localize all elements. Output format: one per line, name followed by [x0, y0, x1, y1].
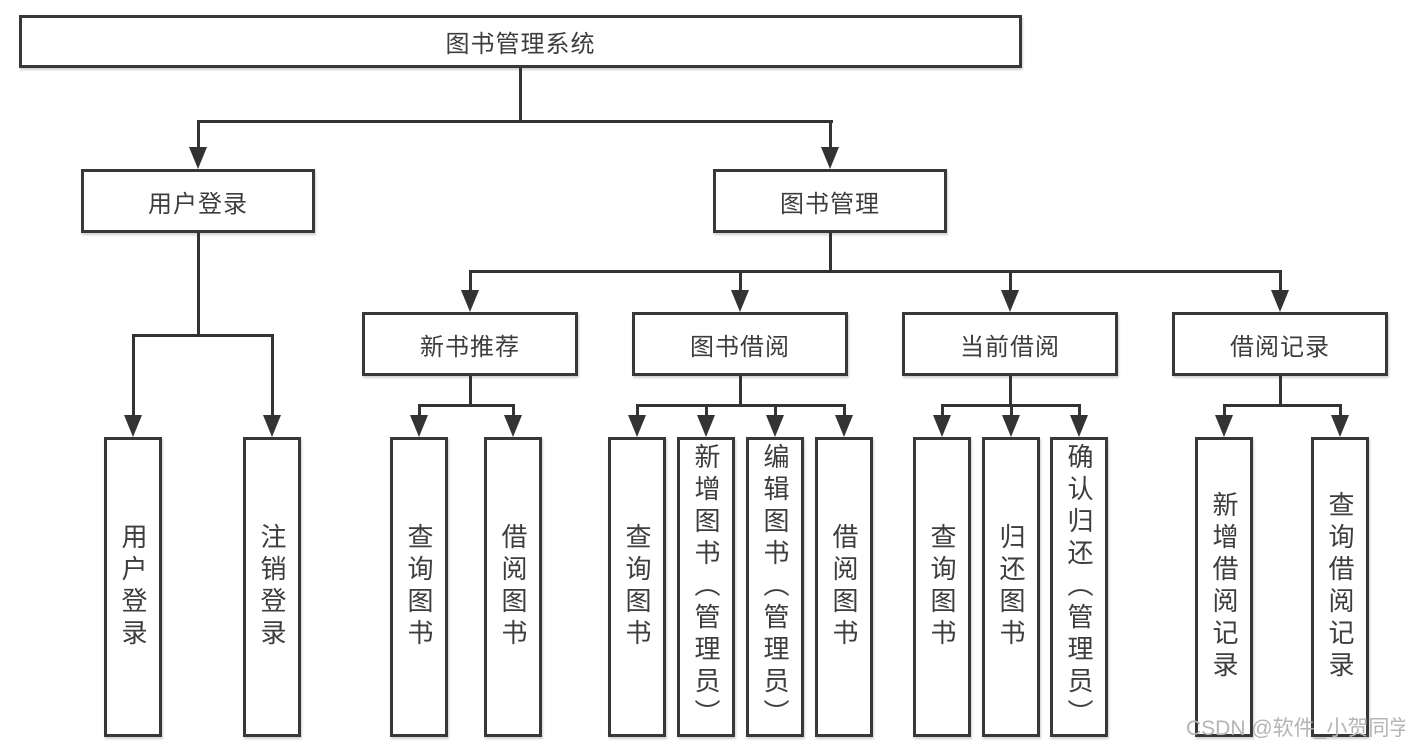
- connector-line: [1009, 376, 1012, 407]
- connector-line: [1223, 404, 1226, 416]
- connector-line: [519, 68, 522, 123]
- connector-line: [197, 120, 833, 123]
- arrowhead-down-icon: [1002, 415, 1020, 437]
- node-root: 图书管理系统: [19, 15, 1022, 68]
- leaf-return-books-label: 归还图书: [996, 523, 1026, 651]
- leaf-add-books-admin: 新增图书（管理员）: [677, 437, 735, 737]
- leaf-logout-label: 注销登录: [257, 523, 287, 651]
- connector-line: [197, 233, 200, 337]
- connector-line: [418, 404, 421, 416]
- leaf-add-books-admin-label: 新增图书（管理员）: [691, 443, 721, 731]
- connector-line: [469, 270, 472, 292]
- leaf-add-borrow-record: 新增借阅记录: [1195, 437, 1253, 737]
- watermark-text: CSDN @软件_小贺同学: [1186, 717, 1405, 740]
- connector-line: [1078, 404, 1081, 416]
- connector-line: [132, 334, 135, 417]
- arrowhead-down-icon: [124, 415, 142, 437]
- node-borrowing-records-label: 借阅记录: [1230, 333, 1330, 361]
- leaf-user-login: 用户登录: [104, 437, 162, 737]
- arrowhead-down-icon: [1331, 415, 1349, 437]
- connector-line: [1223, 404, 1342, 407]
- node-user-login-label: 用户登录: [148, 190, 248, 218]
- connector-line: [469, 270, 1282, 273]
- connector-line: [1010, 404, 1013, 416]
- connector-line: [1339, 404, 1342, 416]
- leaf-query-books-recommend-label: 查询图书: [404, 523, 434, 651]
- arrowhead-down-icon: [410, 415, 428, 437]
- leaf-query-books-borrowing: 查询图书: [608, 437, 666, 737]
- node-current-borrowing-label: 当前借阅: [960, 333, 1060, 361]
- connector-line: [1009, 270, 1012, 292]
- arrowhead-down-icon: [697, 415, 715, 437]
- arrowhead-down-icon: [189, 147, 207, 169]
- leaf-query-books-recommend: 查询图书: [390, 437, 448, 737]
- connector-line: [829, 120, 832, 149]
- connector-line: [1279, 270, 1282, 292]
- connector-line: [1279, 376, 1282, 407]
- leaf-query-books-borrowing-label: 查询图书: [622, 523, 652, 651]
- connector-line: [197, 120, 200, 149]
- arrowhead-down-icon: [731, 290, 749, 312]
- arrowhead-down-icon: [461, 290, 479, 312]
- connector-line: [774, 404, 777, 416]
- leaf-logout: 注销登录: [243, 437, 301, 737]
- node-root-label: 图书管理系统: [445, 31, 596, 58]
- connector-line: [636, 404, 846, 407]
- connector-line: [705, 404, 708, 416]
- arrowhead-down-icon: [933, 415, 951, 437]
- connector-line: [512, 404, 515, 416]
- arrowhead-down-icon: [1070, 415, 1088, 437]
- leaf-user-login-label: 用户登录: [118, 523, 148, 651]
- arrowhead-down-icon: [263, 415, 281, 437]
- arrowhead-down-icon: [628, 415, 646, 437]
- node-book-borrowing: 图书借阅: [632, 312, 848, 376]
- leaf-borrow-books-recommend: 借阅图书: [484, 437, 542, 737]
- leaf-borrow-books-recommend-label: 借阅图书: [498, 523, 528, 651]
- leaf-query-borrow-record-label: 查询借阅记录: [1325, 491, 1355, 683]
- connector-line: [271, 334, 274, 417]
- leaf-edit-books-admin: 编辑图书（管理员）: [746, 437, 804, 737]
- node-book-borrowing-label: 图书借阅: [690, 333, 790, 361]
- connector-line: [469, 376, 472, 407]
- leaf-confirm-return-admin-label: 确认归还（管理员）: [1064, 443, 1094, 731]
- arrowhead-down-icon: [1215, 415, 1233, 437]
- arrowhead-down-icon: [835, 415, 853, 437]
- node-book-management: 图书管理: [713, 169, 947, 233]
- leaf-edit-books-admin-label: 编辑图书（管理员）: [760, 443, 790, 731]
- arrowhead-down-icon: [766, 415, 784, 437]
- connector-line: [132, 334, 274, 337]
- leaf-confirm-return-admin: 确认归还（管理员）: [1050, 437, 1108, 737]
- connector-line: [829, 233, 832, 273]
- arrowhead-down-icon: [1001, 290, 1019, 312]
- node-current-borrowing: 当前借阅: [902, 312, 1118, 376]
- leaf-borrow-books-label: 借阅图书: [829, 523, 859, 651]
- connector-line: [739, 270, 742, 292]
- arrowhead-down-icon: [821, 147, 839, 169]
- leaf-query-books-current-label: 查询图书: [927, 523, 957, 651]
- node-borrowing-records: 借阅记录: [1172, 312, 1388, 376]
- connector-line: [941, 404, 944, 416]
- node-user-login: 用户登录: [81, 169, 315, 233]
- leaf-query-books-current: 查询图书: [913, 437, 971, 737]
- connector-line: [843, 404, 846, 416]
- leaf-query-borrow-record: 查询借阅记录: [1311, 437, 1369, 737]
- arrowhead-down-icon: [1271, 290, 1289, 312]
- node-new-book-recommendation: 新书推荐: [362, 312, 578, 376]
- connector-line: [739, 376, 742, 407]
- connector-line: [636, 404, 639, 416]
- node-new-book-recommendation-label: 新书推荐: [420, 333, 520, 361]
- arrowhead-down-icon: [504, 415, 522, 437]
- connector-line: [418, 404, 515, 407]
- leaf-borrow-books: 借阅图书: [815, 437, 873, 737]
- leaf-add-borrow-record-label: 新增借阅记录: [1209, 491, 1239, 683]
- node-book-management-label: 图书管理: [780, 190, 880, 218]
- leaf-return-books: 归还图书: [982, 437, 1040, 737]
